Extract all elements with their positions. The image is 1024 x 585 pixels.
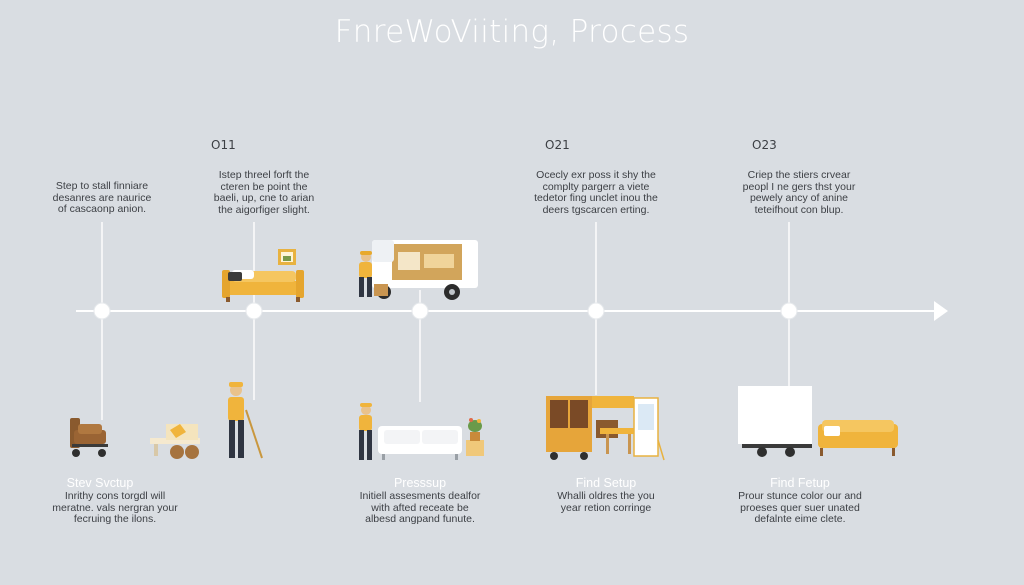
standing-worker-icon — [228, 382, 263, 459]
timeline-node-5 — [780, 302, 798, 320]
timeline-node-1 — [93, 302, 111, 320]
bottom-heading-1: Stev Svctup — [66, 476, 134, 490]
timeline-node-2 — [245, 302, 263, 320]
bottom-caption-3: Whalli oldres the you year retion corrin… — [557, 490, 655, 514]
picture-frame-icon — [278, 249, 296, 265]
bottom-caption-2: Initiell assesments dealfor with afted r… — [359, 490, 481, 525]
armchair-dolly-icon — [70, 418, 108, 457]
bottom-heading-4: Find Fetup — [770, 476, 830, 490]
bottom-caption-4: Prour stunce color our and proeses quer … — [738, 490, 862, 525]
plant-side-table-icon — [466, 418, 484, 456]
page-title: FnreWoViiting, Process — [334, 14, 690, 50]
timeline-node-3 — [411, 302, 429, 320]
worker-sofa-icon — [359, 403, 462, 460]
box-cart-icon — [150, 424, 200, 459]
trailer-sofa-icon — [738, 386, 898, 457]
timeline-arrow-icon — [934, 301, 948, 321]
top-caption-1: Step to stall finniare desanres are naur… — [52, 180, 152, 215]
moving-truck-icon — [372, 240, 478, 300]
step-number-2: O21 — [545, 138, 570, 152]
cabinet-desk-door-icon — [546, 396, 665, 461]
mover-worker-icon — [359, 251, 388, 297]
top-caption-4: Criep the stiers crvear peopl I ne gers … — [742, 169, 856, 216]
step-number-3: O23 — [752, 138, 777, 152]
bottom-caption-1: Inrithy cons torgdl will meratne. vals n… — [52, 490, 178, 525]
bottom-heading-3: Find Setup — [575, 476, 637, 490]
timeline-node-4 — [587, 302, 605, 320]
step-number-1: O11 — [211, 138, 236, 152]
top-caption-3: Ocecly exr poss it shy the complty parge… — [534, 169, 658, 216]
top-caption-2: Istep threel forft the cteren be point t… — [213, 169, 315, 216]
bed-icon — [222, 270, 304, 302]
bottom-heading-2: Presssup — [393, 476, 447, 490]
